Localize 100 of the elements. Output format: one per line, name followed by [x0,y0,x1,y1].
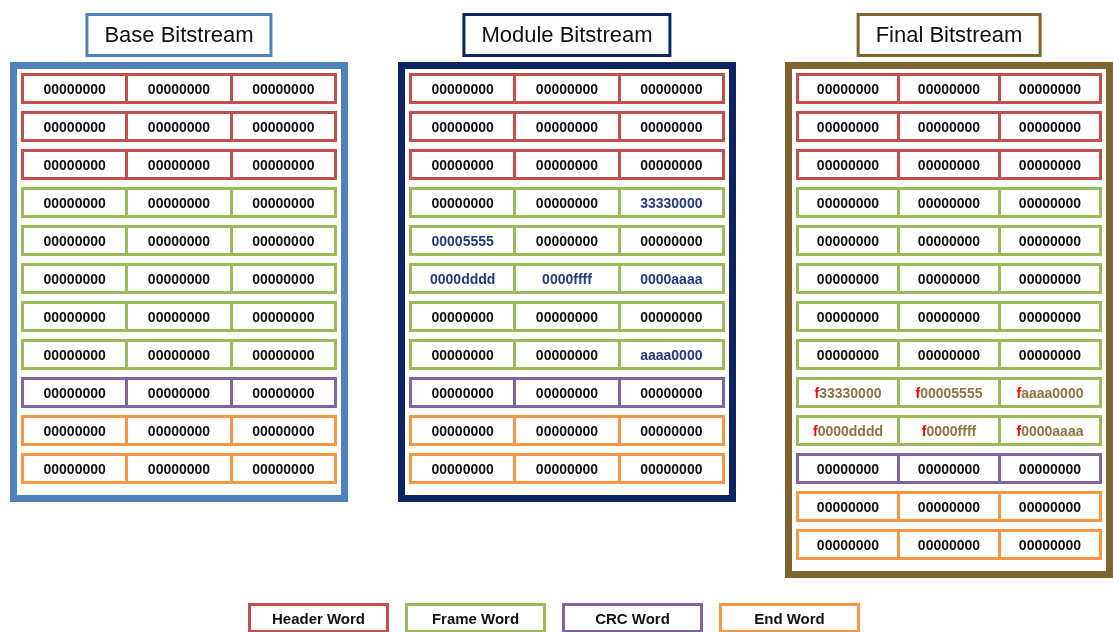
data-word: 00000000 [232,304,334,329]
data-word: 0000aaaa [620,266,722,291]
panel-title: Final Bitstream [856,13,1042,57]
data-word: 00000000 [516,76,621,101]
data-word: 00000000 [128,266,233,291]
data-word: 00000000 [900,76,1001,101]
data-word: 00000000 [799,76,900,101]
data-word: 33330000 [620,190,722,215]
word-row [21,187,337,218]
data-word: 00000000 [620,304,722,329]
data-word: 00000000 [128,228,233,253]
data-word: 00000000 [232,228,334,253]
word-row [409,111,725,142]
data-word: 00000000 [620,76,722,101]
data-word: f0000ffff [900,418,1001,443]
word-row [21,263,337,294]
data-word: 00000000 [1001,342,1099,367]
data-word: 00000000 [128,456,233,481]
data-word: 00000000 [1001,190,1099,215]
data-word: 00000000 [24,228,129,253]
data-word: 00000000 [412,76,517,101]
data-word: 00000000 [516,418,621,443]
word-row [409,187,725,218]
legend-item: CRC Word [562,603,703,632]
data-word: 00000000 [799,342,900,367]
data-word: 00000000 [620,152,722,177]
word-row [21,73,337,104]
data-word: 00000000 [900,342,1001,367]
data-word: 00000000 [232,380,334,405]
data-word: 00000000 [412,114,517,139]
data-word: 00000000 [799,228,900,253]
data-word: 00000000 [900,304,1001,329]
data-word: 00000000 [1001,532,1099,557]
data-word: 00000000 [232,266,334,291]
data-word: 00000000 [412,456,517,481]
data-word: 00000000 [516,342,621,367]
data-word: 00000000 [799,114,900,139]
word-row [409,339,725,370]
data-word: 00000000 [516,190,621,215]
data-word: 00000000 [799,190,900,215]
data-word: 00005555 [412,228,517,253]
data-word: 00000000 [516,114,621,139]
data-word: 00000000 [620,418,722,443]
data-word: 00000000 [900,494,1001,519]
data-word: aaaa0000 [620,342,722,367]
data-word: 00000000 [24,190,129,215]
data-word: 00000000 [620,228,722,253]
word-row [21,453,337,484]
data-word: 00000000 [516,152,621,177]
word-row [409,301,725,332]
data-word: 00000000 [900,532,1001,557]
data-word: 00000000 [412,342,517,367]
data-word: 00000000 [24,304,129,329]
data-word: 00000000 [232,152,334,177]
data-word: 00000000 [412,190,517,215]
data-word: 00000000 [620,380,722,405]
panel-title: Base Bitstream [85,13,273,57]
data-word: 00000000 [1001,494,1099,519]
data-word: 00000000 [128,418,233,443]
word-row [409,263,725,294]
word-row [796,529,1102,560]
word-row [796,111,1102,142]
data-word: 00000000 [799,266,900,291]
legend-item: Header Word [248,603,389,632]
data-word: 00000000 [128,152,233,177]
data-word: 00000000 [412,380,517,405]
word-row [796,301,1102,332]
word-row [796,225,1102,256]
data-word: 00000000 [232,190,334,215]
data-word: 0000dddd [412,266,517,291]
data-word: f33330000 [799,380,900,405]
data-word: 00000000 [412,152,517,177]
word-row [21,149,337,180]
data-word: 00000000 [128,380,233,405]
word-row [796,73,1102,104]
word-row [796,377,1102,408]
data-word: 00000000 [24,380,129,405]
data-word: 00000000 [799,304,900,329]
word-row [796,187,1102,218]
data-word: 00000000 [799,494,900,519]
data-word: 00000000 [1001,266,1099,291]
data-word: 00000000 [1001,152,1099,177]
word-row [796,453,1102,484]
data-word: f0000aaaa [1001,418,1099,443]
data-word: 00000000 [1001,456,1099,481]
word-row [796,415,1102,446]
data-word: 00000000 [24,114,129,139]
data-word: 00000000 [1001,76,1099,101]
word-row [21,339,337,370]
word-row [796,263,1102,294]
word-row [21,225,337,256]
word-row [796,491,1102,522]
data-word: 00000000 [900,152,1001,177]
data-word: 00000000 [799,152,900,177]
legend-item: Frame Word [405,603,546,632]
data-word: 00000000 [24,152,129,177]
data-word: 00000000 [128,114,233,139]
data-word: 00000000 [1001,228,1099,253]
panel-title: Module Bitstream [462,13,672,57]
data-word: 00000000 [900,114,1001,139]
